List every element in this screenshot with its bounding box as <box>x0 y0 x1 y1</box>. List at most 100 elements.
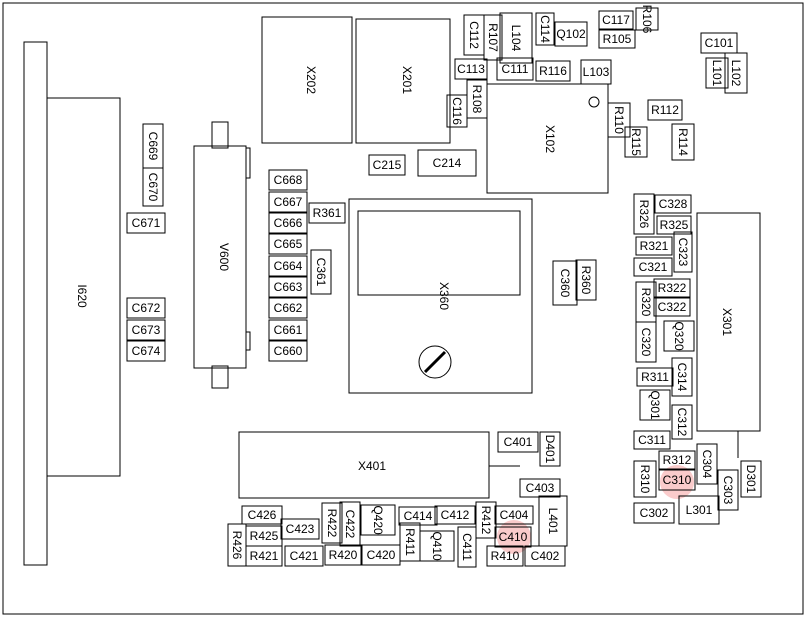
component-c323[interactable]: C323 <box>673 231 693 273</box>
component-r360[interactable]: R360 <box>575 259 597 301</box>
component-c672[interactable]: C672 <box>126 297 166 319</box>
component-d301[interactable]: D301 <box>740 460 762 498</box>
component-r425[interactable]: R425 <box>245 525 283 547</box>
component-r114[interactable]: R114 <box>671 123 695 161</box>
component-c664[interactable]: C664 <box>268 255 308 277</box>
component-x202[interactable] <box>261 16 353 144</box>
component-q320[interactable]: Q320 <box>663 320 695 352</box>
component-c114[interactable]: C114 <box>535 12 555 46</box>
component-q410[interactable]: Q410 <box>419 530 455 562</box>
component-c214[interactable]: C214 <box>417 149 477 177</box>
component-r411[interactable]: R411 <box>399 522 421 562</box>
component-r312[interactable]: R312 <box>658 450 696 470</box>
component-l103[interactable]: L103 <box>580 59 612 85</box>
component-r105[interactable]: R105 <box>598 29 636 49</box>
component-c113[interactable]: C113 <box>454 58 488 80</box>
component-c401[interactable]: C401 <box>497 431 539 453</box>
label-r311: R311 <box>641 370 669 384</box>
component-c669[interactable]: C669 <box>142 123 164 169</box>
component-l401[interactable]: L401 <box>538 495 568 547</box>
component-c663[interactable]: C663 <box>268 276 308 298</box>
component-c412[interactable]: C412 <box>434 505 476 525</box>
component-c112[interactable]: C112 <box>463 14 485 56</box>
component-r310[interactable]: R310 <box>633 460 657 498</box>
component-l101[interactable]: L101 <box>705 57 729 89</box>
component-r410[interactable]: R410 <box>486 545 524 567</box>
component-l301[interactable]: L301 <box>678 495 720 525</box>
component-c312[interactable]: C312 <box>671 404 693 440</box>
component-r426[interactable]: R426 <box>227 523 247 567</box>
component-r326[interactable]: R326 <box>633 193 655 235</box>
component-c661[interactable]: C661 <box>268 319 308 341</box>
component-d401[interactable]: D401 <box>539 431 561 467</box>
component-c423[interactable]: C423 <box>280 518 320 540</box>
component-r112[interactable]: R112 <box>647 99 683 121</box>
component-v600[interactable] <box>193 121 251 389</box>
component-r320[interactable]: R320 <box>635 281 657 323</box>
component-r115[interactable]: R115 <box>624 126 648 158</box>
component-c414[interactable]: C414 <box>398 506 438 526</box>
component-r412[interactable]: R412 <box>475 501 497 539</box>
component-r116[interactable]: R116 <box>535 60 571 82</box>
component-c666[interactable]: C666 <box>268 212 308 234</box>
component-c116[interactable]: C116 <box>446 94 468 128</box>
component-r106[interactable]: R106 <box>635 5 659 34</box>
component-x102[interactable] <box>486 83 609 194</box>
component-c117[interactable]: C117 <box>598 10 634 30</box>
component-r311[interactable]: R311 <box>636 367 674 387</box>
component-c410[interactable]: C410 <box>494 526 532 548</box>
component-c101[interactable]: C101 <box>700 32 738 54</box>
component-c668[interactable]: C668 <box>268 169 308 191</box>
component-c665[interactable]: C665 <box>268 233 308 255</box>
component-c422[interactable]: C422 <box>339 501 361 547</box>
component-c314[interactable]: C314 <box>671 357 693 397</box>
component-r107[interactable]: R107 <box>483 14 503 61</box>
component-x201[interactable] <box>355 18 451 144</box>
component-c303[interactable]: C303 <box>717 469 739 511</box>
component-c111[interactable]: C111 <box>496 57 534 81</box>
component-c667[interactable]: C667 <box>268 191 308 213</box>
component-r108[interactable]: R108 <box>466 79 488 119</box>
component-x401[interactable] <box>238 431 520 499</box>
component-l102[interactable]: L102 <box>724 52 748 94</box>
component-c420[interactable]: C420 <box>361 544 401 566</box>
component-c361[interactable]: C361 <box>310 249 332 295</box>
component-c321[interactable]: C321 <box>633 257 673 277</box>
component-r422[interactable]: R422 <box>321 502 343 544</box>
component-r110[interactable]: R110 <box>607 102 631 138</box>
component-c673[interactable]: C673 <box>126 319 166 341</box>
component-c421[interactable]: C421 <box>284 545 324 567</box>
component-q102[interactable]: Q102 <box>554 21 588 47</box>
component-r420[interactable]: R420 <box>324 544 362 566</box>
component-c320[interactable]: C320 <box>635 321 657 363</box>
component-r321[interactable]: R321 <box>635 236 673 256</box>
component-l104[interactable]: L104 <box>499 12 533 64</box>
component-x301[interactable] <box>696 212 761 458</box>
component-c670[interactable]: C670 <box>142 167 164 207</box>
component-c402[interactable]: C402 <box>524 545 566 567</box>
component-c403[interactable]: C403 <box>519 478 561 498</box>
component-c215[interactable]: C215 <box>368 154 406 176</box>
component-c662[interactable]: C662 <box>268 297 308 319</box>
component-c310[interactable]: C310 <box>658 469 696 491</box>
component-c322[interactable]: C322 <box>653 297 691 317</box>
component-r421[interactable]: R421 <box>245 545 283 567</box>
component-c671[interactable]: C671 <box>126 212 166 234</box>
component-c404[interactable]: C404 <box>494 505 534 525</box>
component-c328[interactable]: C328 <box>654 194 692 214</box>
component-c411[interactable]: C411 <box>457 526 477 568</box>
component-q301[interactable]: Q301 <box>639 389 671 421</box>
component-c674[interactable]: C674 <box>126 340 166 362</box>
component-x360[interactable] <box>348 198 533 394</box>
component-r361[interactable]: R361 <box>308 202 346 224</box>
component-c360[interactable]: C360 <box>552 260 578 306</box>
component-i620[interactable] <box>23 41 121 566</box>
component-q420[interactable]: Q420 <box>360 504 396 536</box>
component-r325[interactable]: R325 <box>656 215 692 235</box>
component-c426[interactable]: C426 <box>241 505 283 525</box>
component-c304[interactable]: C304 <box>696 443 718 485</box>
component-c660[interactable]: C660 <box>268 340 308 362</box>
component-r322[interactable]: R322 <box>653 278 691 298</box>
component-c302[interactable]: C302 <box>633 502 675 524</box>
component-c311[interactable]: C311 <box>633 430 671 450</box>
